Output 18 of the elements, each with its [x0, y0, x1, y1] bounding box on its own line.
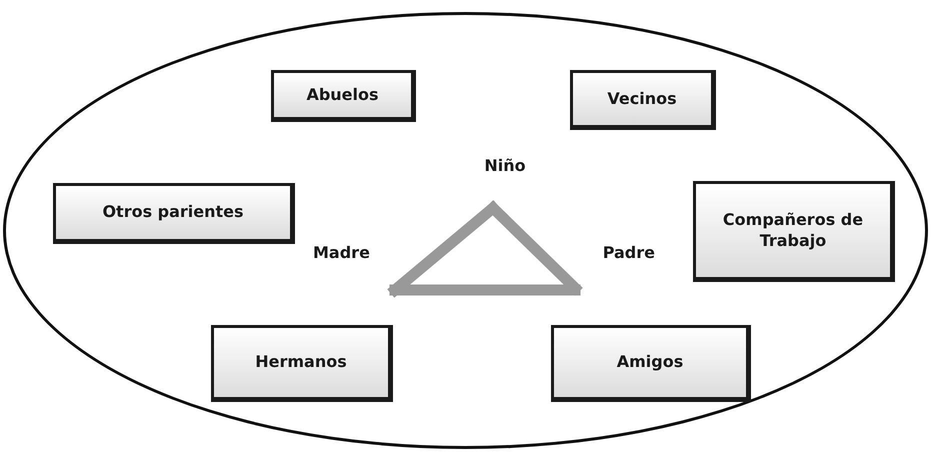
triangle-side — [390, 284, 580, 296]
triangle-side — [390, 202, 498, 296]
family-member-label: Madre — [313, 243, 370, 264]
label-box — [211, 325, 393, 402]
label-box — [551, 325, 751, 402]
ellipse-boundary — [3, 12, 928, 449]
label-box — [693, 181, 895, 282]
label-box — [271, 70, 416, 122]
box-label: Vecinos — [606, 88, 678, 110]
box-label: Hermanos — [254, 352, 348, 373]
label-box — [53, 183, 295, 244]
box-label: Abuelos — [305, 84, 380, 106]
label-box — [570, 70, 716, 130]
box-label: Otros parientes — [101, 202, 245, 223]
family-member-label: Padre — [602, 243, 655, 264]
box-label: Amigos — [616, 352, 684, 373]
box-label: Compañeros de Trabajo — [722, 210, 864, 252]
family-member-label: Niño — [484, 156, 526, 177]
